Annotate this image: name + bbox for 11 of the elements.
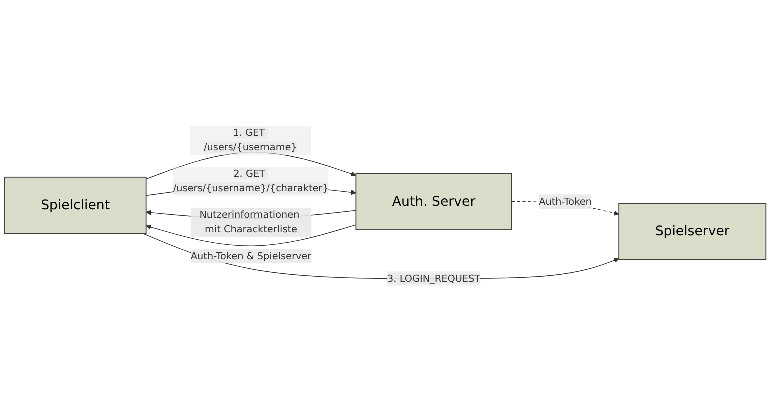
edge-label: Nutzerinformationen mit Charackterliste — [200, 209, 300, 236]
edge-label: 3. LOGIN_REQUEST — [388, 272, 481, 284]
arrow — [142, 233, 620, 280]
node-box: Spielserver — [618, 203, 767, 260]
edge-label: 1. GET /users/{username} — [204, 127, 298, 154]
edge-label: Auth-Token & Spielserver — [190, 250, 312, 262]
edge-label: 2. GET /users/{username}/{charakter} — [173, 168, 329, 194]
arrow — [146, 224, 357, 246]
node-box: Auth. Server — [356, 173, 512, 230]
node-box: Spielclient — [4, 176, 147, 234]
edge-label: Auth-Token — [539, 196, 592, 208]
